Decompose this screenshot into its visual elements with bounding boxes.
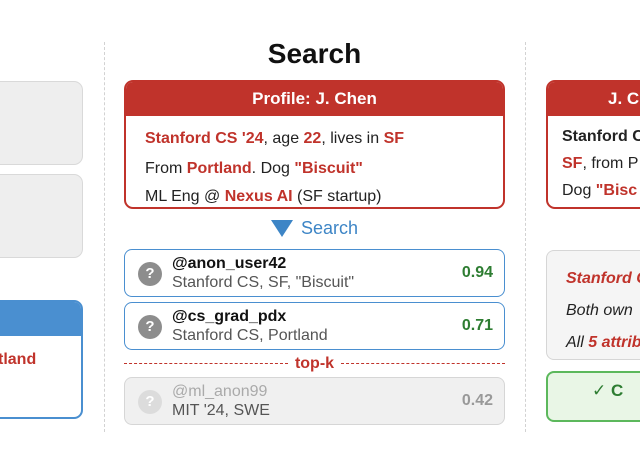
search-step: Search (124, 218, 505, 239)
profile-text: From (145, 160, 187, 177)
profile-hometown: Portland (186, 160, 252, 177)
result-handle: @anon_user42 (172, 255, 287, 272)
result-score: 0.94 (461, 264, 493, 281)
left-blue-card: ortland (0, 300, 83, 419)
right-profile-card: J. Ch Stanford C SF, from P Dog "Bisc (546, 80, 640, 209)
profile-card-header: Profile: J. Chen (126, 82, 503, 116)
profile-age: 22 (303, 130, 322, 147)
down-arrow-icon (270, 220, 293, 237)
right-profile-city: SF (562, 155, 583, 172)
profile-line-job: ML Eng @ Nexus AI (SF startup) (145, 188, 381, 206)
topk-cutoff-line-left (124, 363, 288, 364)
topk-cutoff-line-right (341, 363, 505, 364)
profile-school: Stanford CS '24 (145, 130, 264, 147)
profile-text: , age (263, 130, 304, 147)
left-blue-card-text: ortland (0, 351, 37, 368)
question-mark-icon: ? (138, 262, 162, 286)
left-gray-box-1 (0, 81, 83, 165)
right-match-confirmed: ✓ C (546, 371, 640, 422)
right-profile-dog: "Bisc (595, 182, 638, 199)
right-note-line1: Stanford C (566, 270, 640, 287)
right-profile-text: Dog (562, 182, 596, 199)
question-mark-icon: ? (138, 315, 162, 339)
left-gray-box-2: k (0, 174, 83, 258)
section-title: Search (267, 38, 362, 69)
profile-line-origin: From Portland. Dog "Biscuit" (145, 160, 363, 178)
profile-city: SF (383, 130, 405, 147)
profile-text: . Dog (251, 160, 295, 177)
check-icon: ✓ C (592, 381, 624, 400)
right-note-text: All (566, 334, 589, 351)
right-note-line2: Both own (566, 302, 633, 319)
profile-text: ML Eng @ (145, 188, 225, 205)
result-description: Stanford CS, SF, "Biscuit" (172, 274, 355, 291)
profile-dog: "Biscuit" (294, 160, 363, 177)
profile-text: , lives in (321, 130, 384, 147)
right-profile-text: , from P (582, 155, 639, 172)
right-profile-line3: Dog "Bisc (562, 182, 637, 200)
result-card-excluded: ? @ml_anon99 MIT '24, SWE 0.42 (124, 377, 505, 425)
search-step-label: Search (300, 218, 359, 238)
result-card: ? @anon_user42 Stanford CS, SF, "Biscuit… (124, 249, 505, 297)
column-divider-right (525, 42, 526, 432)
profile-company: Nexus AI (224, 188, 293, 205)
result-handle: @cs_grad_pdx (172, 308, 287, 325)
column-divider-left (104, 42, 105, 432)
profile-text: (SF startup) (292, 188, 382, 205)
result-description: Stanford CS, Portland (172, 327, 328, 344)
result-score: 0.42 (461, 392, 493, 409)
profile-line-education: Stanford CS '24, age 22, lives in SF (145, 130, 404, 148)
right-profile-header: J. Ch (548, 82, 640, 116)
question-mark-icon: ? (138, 390, 162, 414)
profile-card: Profile: J. Chen Stanford CS '24, age 22… (124, 80, 505, 209)
left-blue-card-header (0, 302, 81, 336)
right-profile-school: Stanford C (562, 128, 640, 145)
result-card: ? @cs_grad_pdx Stanford CS, Portland 0.7… (124, 302, 505, 350)
right-analysis-note: Stanford C Both own All 5 attrib (546, 250, 640, 360)
result-handle: @ml_anon99 (172, 383, 268, 400)
right-note-line3: All 5 attrib (566, 334, 640, 352)
right-note-highlight: 5 attrib (588, 334, 640, 351)
result-description: MIT '24, SWE (172, 402, 270, 419)
topk-label: top-k (294, 355, 335, 372)
result-score: 0.71 (461, 317, 493, 334)
right-profile-line2: SF, from P (562, 155, 638, 173)
